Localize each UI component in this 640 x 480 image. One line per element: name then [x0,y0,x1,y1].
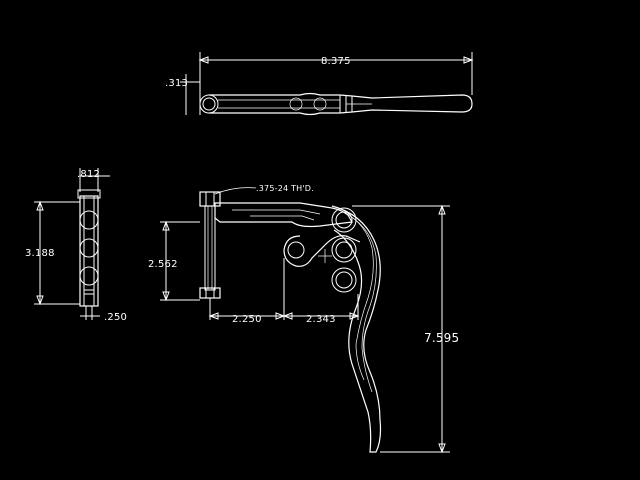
side-width-dimension: .812 [77,169,100,180]
front-height-dimension: 2.562 [148,259,178,270]
top-head-dimension: .313 [165,78,188,89]
side-view: .812 3.188 .250 [25,168,127,323]
overall-height-dimension: 7.595 [424,331,459,345]
front-base-right-dimension: 2.343 [306,314,336,325]
front-view: 2.562 .375-24 TH'D. [148,184,459,454]
thread-note: .375-24 TH'D. [256,184,314,193]
front-base-left-dimension: 2.250 [232,314,262,325]
top-view: 8.375 .313 [165,52,474,116]
side-height-dimension: 3.188 [25,248,55,259]
top-length-dimension: 8.375 [321,56,351,67]
side-bolt-dimension: .250 [104,312,127,323]
